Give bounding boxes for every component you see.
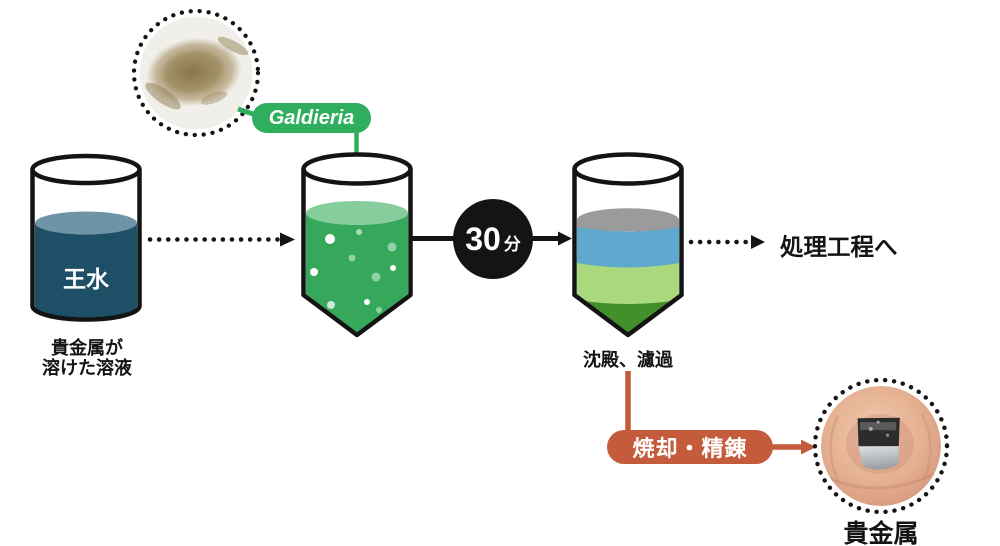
timer-label: 30 分 (453, 219, 533, 259)
settled-layer-gray-surface (577, 208, 679, 232)
aqua-regia-caption-line2: 溶けた溶液 (42, 357, 132, 378)
galdieria-label-pill: Galdieria (252, 103, 371, 133)
galdieria-label: Galdieria (268, 106, 355, 129)
settled-beaker (572, 152, 684, 338)
aqua-regia-liquid (35, 223, 137, 318)
timer-badge (453, 199, 533, 279)
dotted-ring (812, 377, 950, 515)
metal-nugget (857, 417, 900, 470)
refine-label: 焼却・精錬 (632, 436, 748, 461)
culture-bubbles (310, 229, 397, 313)
timer-value: 30 (465, 221, 501, 257)
aqua-regia-caption: 貴金属が 溶けた溶液 (12, 338, 162, 378)
timer-arrow-right (531, 231, 572, 246)
culture-beaker (301, 152, 413, 338)
aqua-regia-caption-line1: 貴金属が (51, 338, 123, 358)
timer-unit: 分 (503, 235, 521, 254)
culture-liquid-surface (306, 201, 408, 225)
product-label: 貴金属 (843, 520, 919, 546)
next-process-dotted-arrow (688, 235, 765, 249)
precious-metal-photo (812, 377, 950, 515)
dotted-ring (131, 8, 261, 138)
galdieria-photo (131, 8, 261, 138)
transfer-dotted-arrow (147, 232, 295, 247)
aqua-regia-label: 王水 (63, 266, 109, 292)
settled-caption: 沈殿、濾過 (583, 350, 673, 370)
refine-label-pill: 焼却・精錬 (607, 430, 773, 464)
aqua-regia-beaker (30, 153, 142, 322)
refine-arrow (772, 439, 816, 455)
aqua-regia-liquid-surface (35, 211, 137, 235)
next-process-label: 処理工程へ (780, 234, 898, 260)
